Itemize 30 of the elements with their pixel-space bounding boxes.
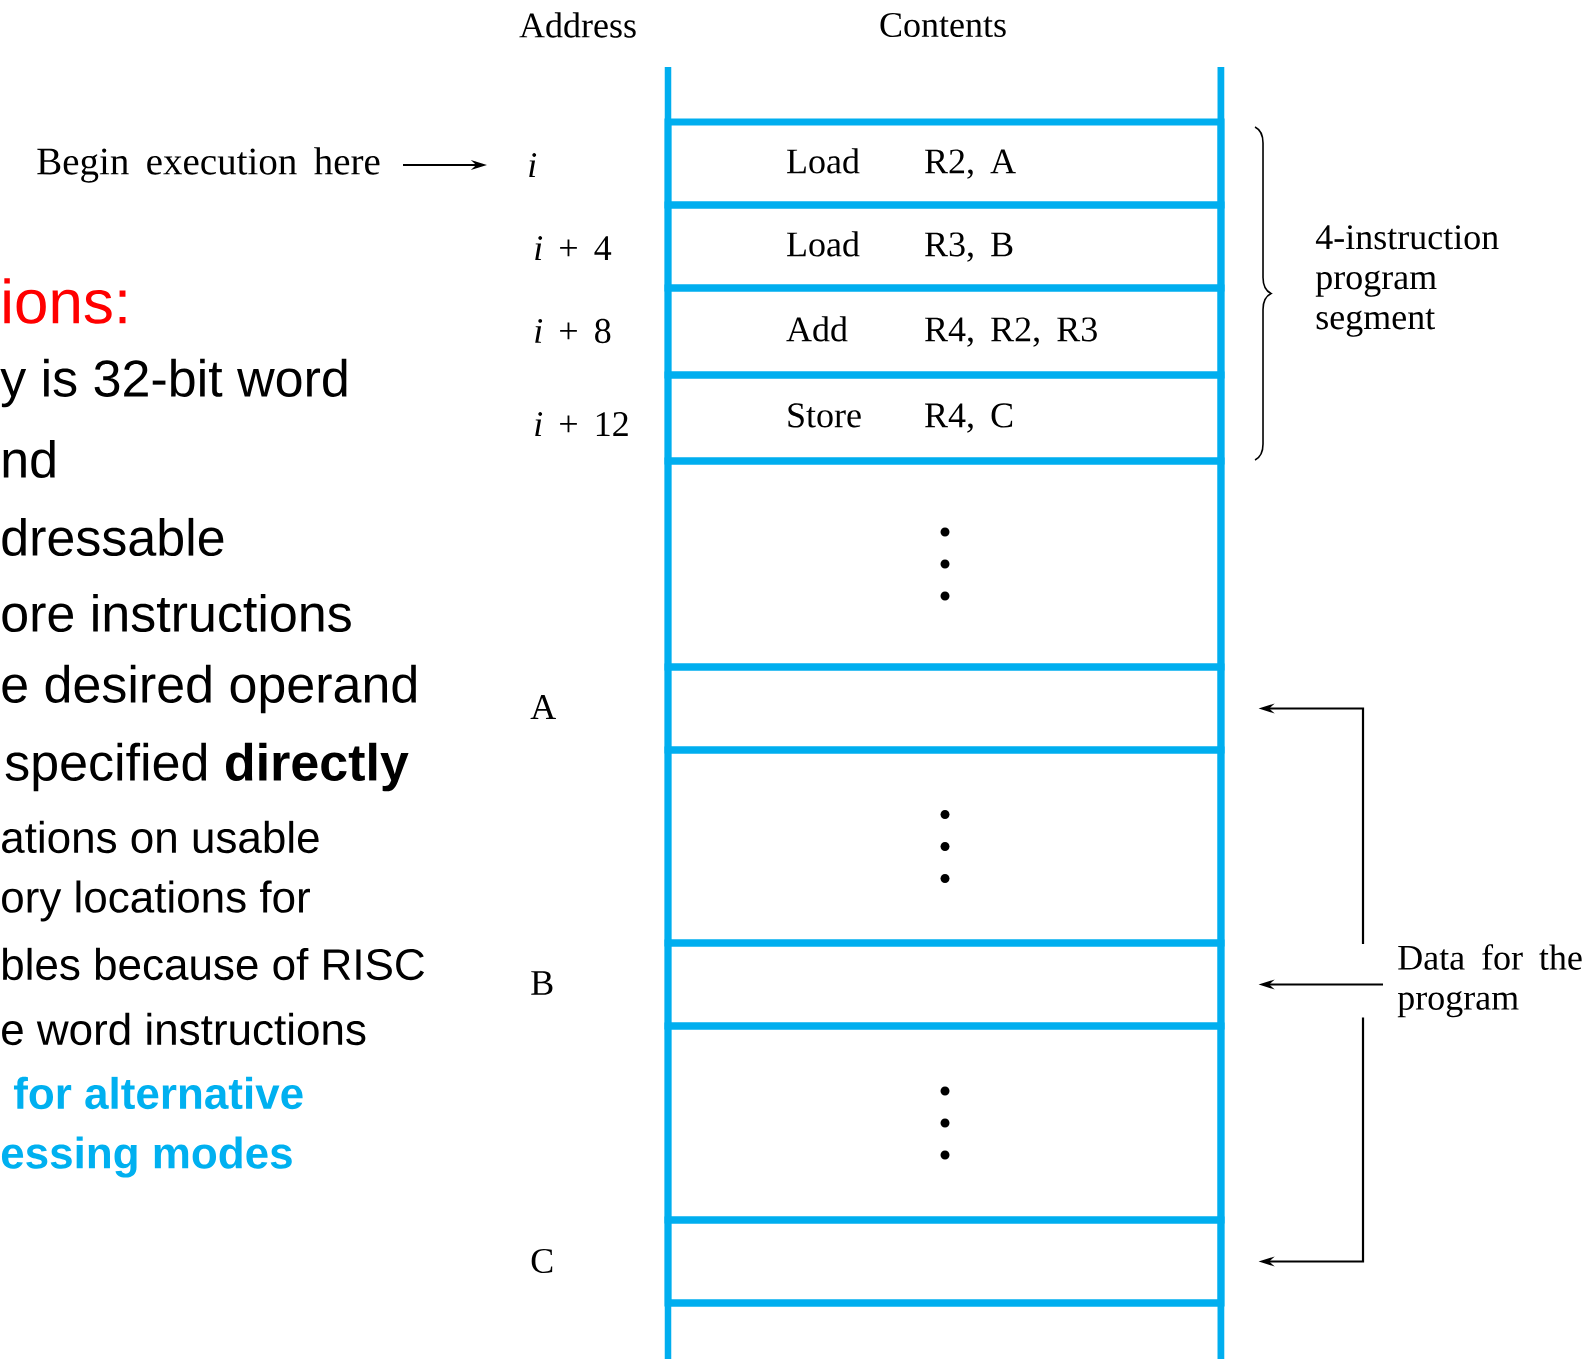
address-label: B — [531, 971, 553, 995]
memory-cell: Add R4, R2, R3 — [664, 284, 1225, 379]
bullet-text: nd — [3, 439, 55, 479]
address-label: i + 4 — [535, 236, 612, 260]
bullet-text: dressable — [2, 517, 224, 557]
address-label: i + 12 — [535, 412, 628, 436]
bullet-text: ations on usable — [2, 820, 319, 854]
bullet-text: ore instructions — [2, 593, 351, 633]
bullet-text: y is 32-bit word — [0, 358, 347, 408]
bullet-text: ory locations for — [2, 880, 310, 922]
address-label: i — [529, 153, 537, 177]
column-header: Address — [519, 12, 636, 38]
bullet-text: specified directly — [5, 742, 409, 792]
brace-label: 4-instruction program segment — [1315, 225, 1499, 337]
bullet-text: for alternative — [13, 1076, 303, 1110]
annotation-text: Data for the program — [1397, 944, 1582, 1018]
bullet-text: essing modes — [1, 1136, 292, 1178]
bullet-text: e word instructions — [2, 1012, 366, 1046]
annotation-text: Begin execution here — [37, 147, 380, 183]
column-header: Contents — [880, 12, 1006, 38]
bullet-text: bles because of RISC — [3, 947, 424, 981]
address-label: A — [530, 695, 556, 719]
memory-cell: Load R2, A — [664, 118, 1225, 209]
memory-cell — [664, 1216, 1225, 1307]
address-label: i + 8 — [535, 318, 611, 344]
heading: ions: — [4, 278, 126, 324]
address-label: C — [531, 1248, 553, 1274]
bullet-text: e desired operand — [2, 664, 416, 714]
memory-cell: Store R4, C — [664, 371, 1225, 465]
memory-cell: Load R3, B — [664, 201, 1225, 292]
